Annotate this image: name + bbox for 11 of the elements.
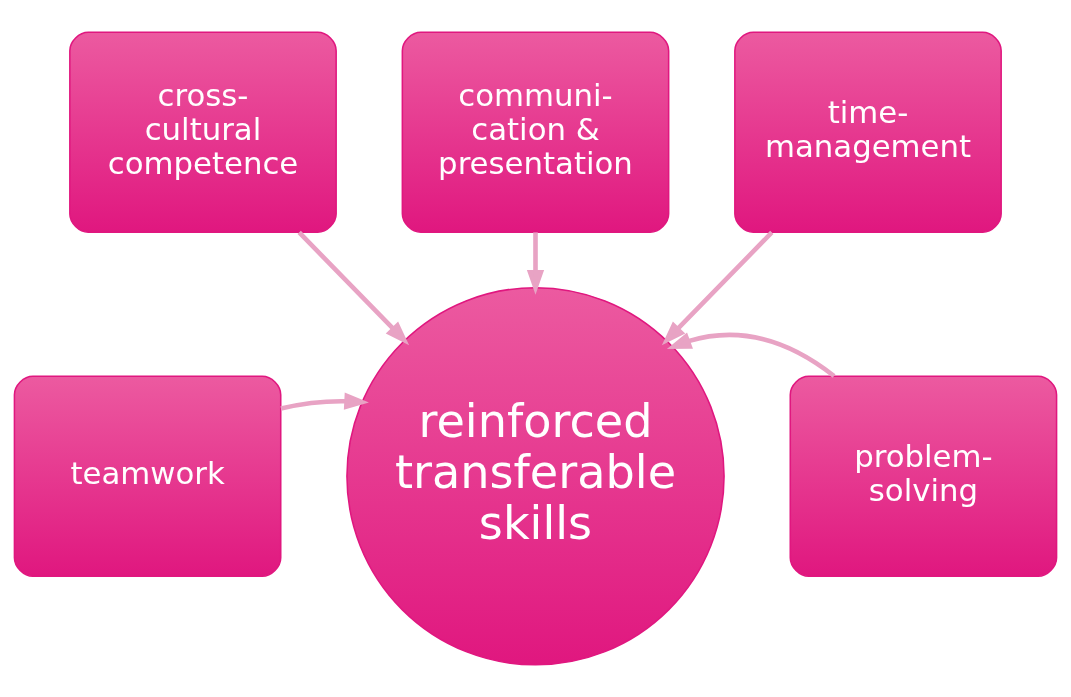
node-box: cross- cultural competence [69,31,337,234]
arrow [666,332,836,378]
node-box: communi- cation & presentation [401,31,670,234]
node-box: teamwork [13,375,282,578]
node-circle: reinforced transferable skills [346,286,725,666]
arrow [280,392,369,411]
arrow [661,230,774,346]
arrow [526,232,545,295]
node-box: problem- solving [789,375,1058,578]
arrow [297,230,410,346]
node-box: time- management [734,31,1002,234]
